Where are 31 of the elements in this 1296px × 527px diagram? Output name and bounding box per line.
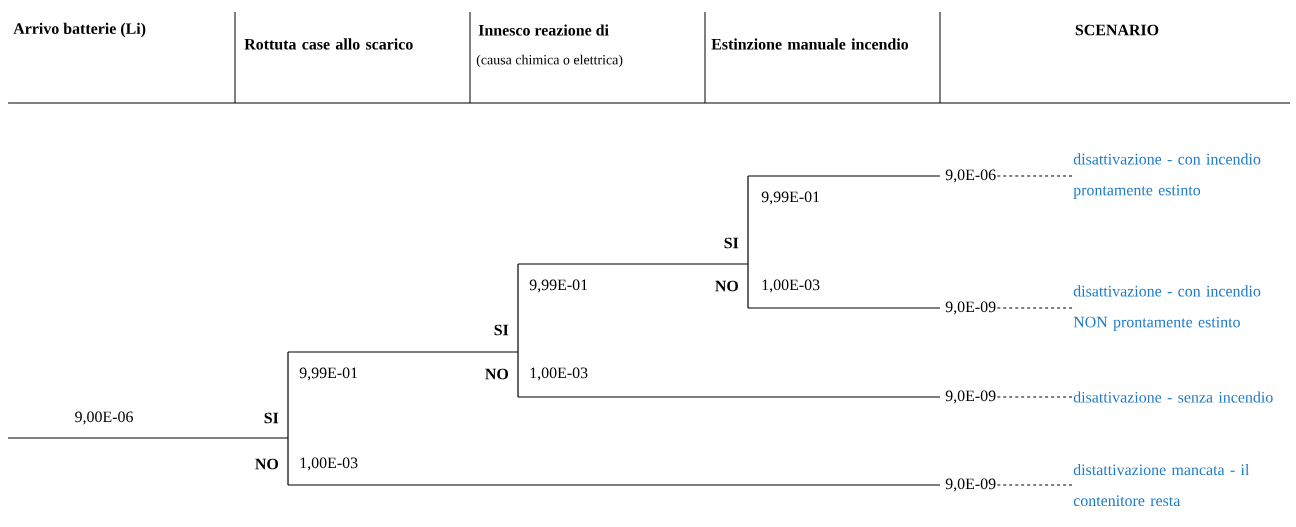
branch-probability: 1,00E-03: [300, 457, 358, 471]
dashed-connector: [996, 484, 1073, 486]
column-heading: Innesco reazione di: [478, 24, 609, 36]
scenario-text: disattivazione - senza incendio: [1073, 391, 1273, 403]
branch-answer: SI: [724, 237, 739, 249]
branch-answer: NO: [255, 458, 279, 470]
branch-probability: 1,00E-03: [530, 367, 588, 381]
column-note: (causa chimica o elettrica): [476, 54, 623, 68]
column-heading: Rottuta case allo scarico: [244, 38, 413, 50]
initial-frequency: 9,00E-06: [75, 411, 133, 425]
branch-answer: NO: [485, 368, 509, 380]
frequency-value: 9,0E-09: [945, 301, 996, 315]
dashed-connector: [996, 175, 1073, 177]
frequency-value: 9,0E-09: [945, 478, 996, 492]
branch-probability: 9,99E-01: [299, 367, 358, 381]
frequency-value: 9,0E-06: [945, 169, 996, 183]
scenario-text: disattivazione - con incendio NON prontamente estinto: [1073, 285, 1261, 331]
branch-answer: SI: [264, 412, 279, 424]
branch-probability: 1,00E-03: [762, 279, 820, 293]
dashed-connector: [996, 396, 1073, 398]
column-heading: Estinzione manuale incendio: [711, 38, 909, 50]
column-heading: Arrivo batterie (Li): [13, 22, 146, 38]
branch-probability: 9,99E-01: [761, 191, 820, 205]
branch-probability: 9,99E-01: [529, 279, 588, 293]
column-heading: SCENARIO: [1075, 24, 1159, 36]
scenario-text: disattivazione - con incendio prontamente estinto: [1073, 153, 1261, 199]
branch-answer: SI: [494, 324, 509, 336]
branch-answer: NO: [715, 280, 739, 292]
frequency-value: 9,0E-09: [945, 390, 996, 404]
dashed-connector: [996, 307, 1073, 309]
scenario-text: distattivazione mancata - il contenitore resta: [1073, 463, 1250, 507]
